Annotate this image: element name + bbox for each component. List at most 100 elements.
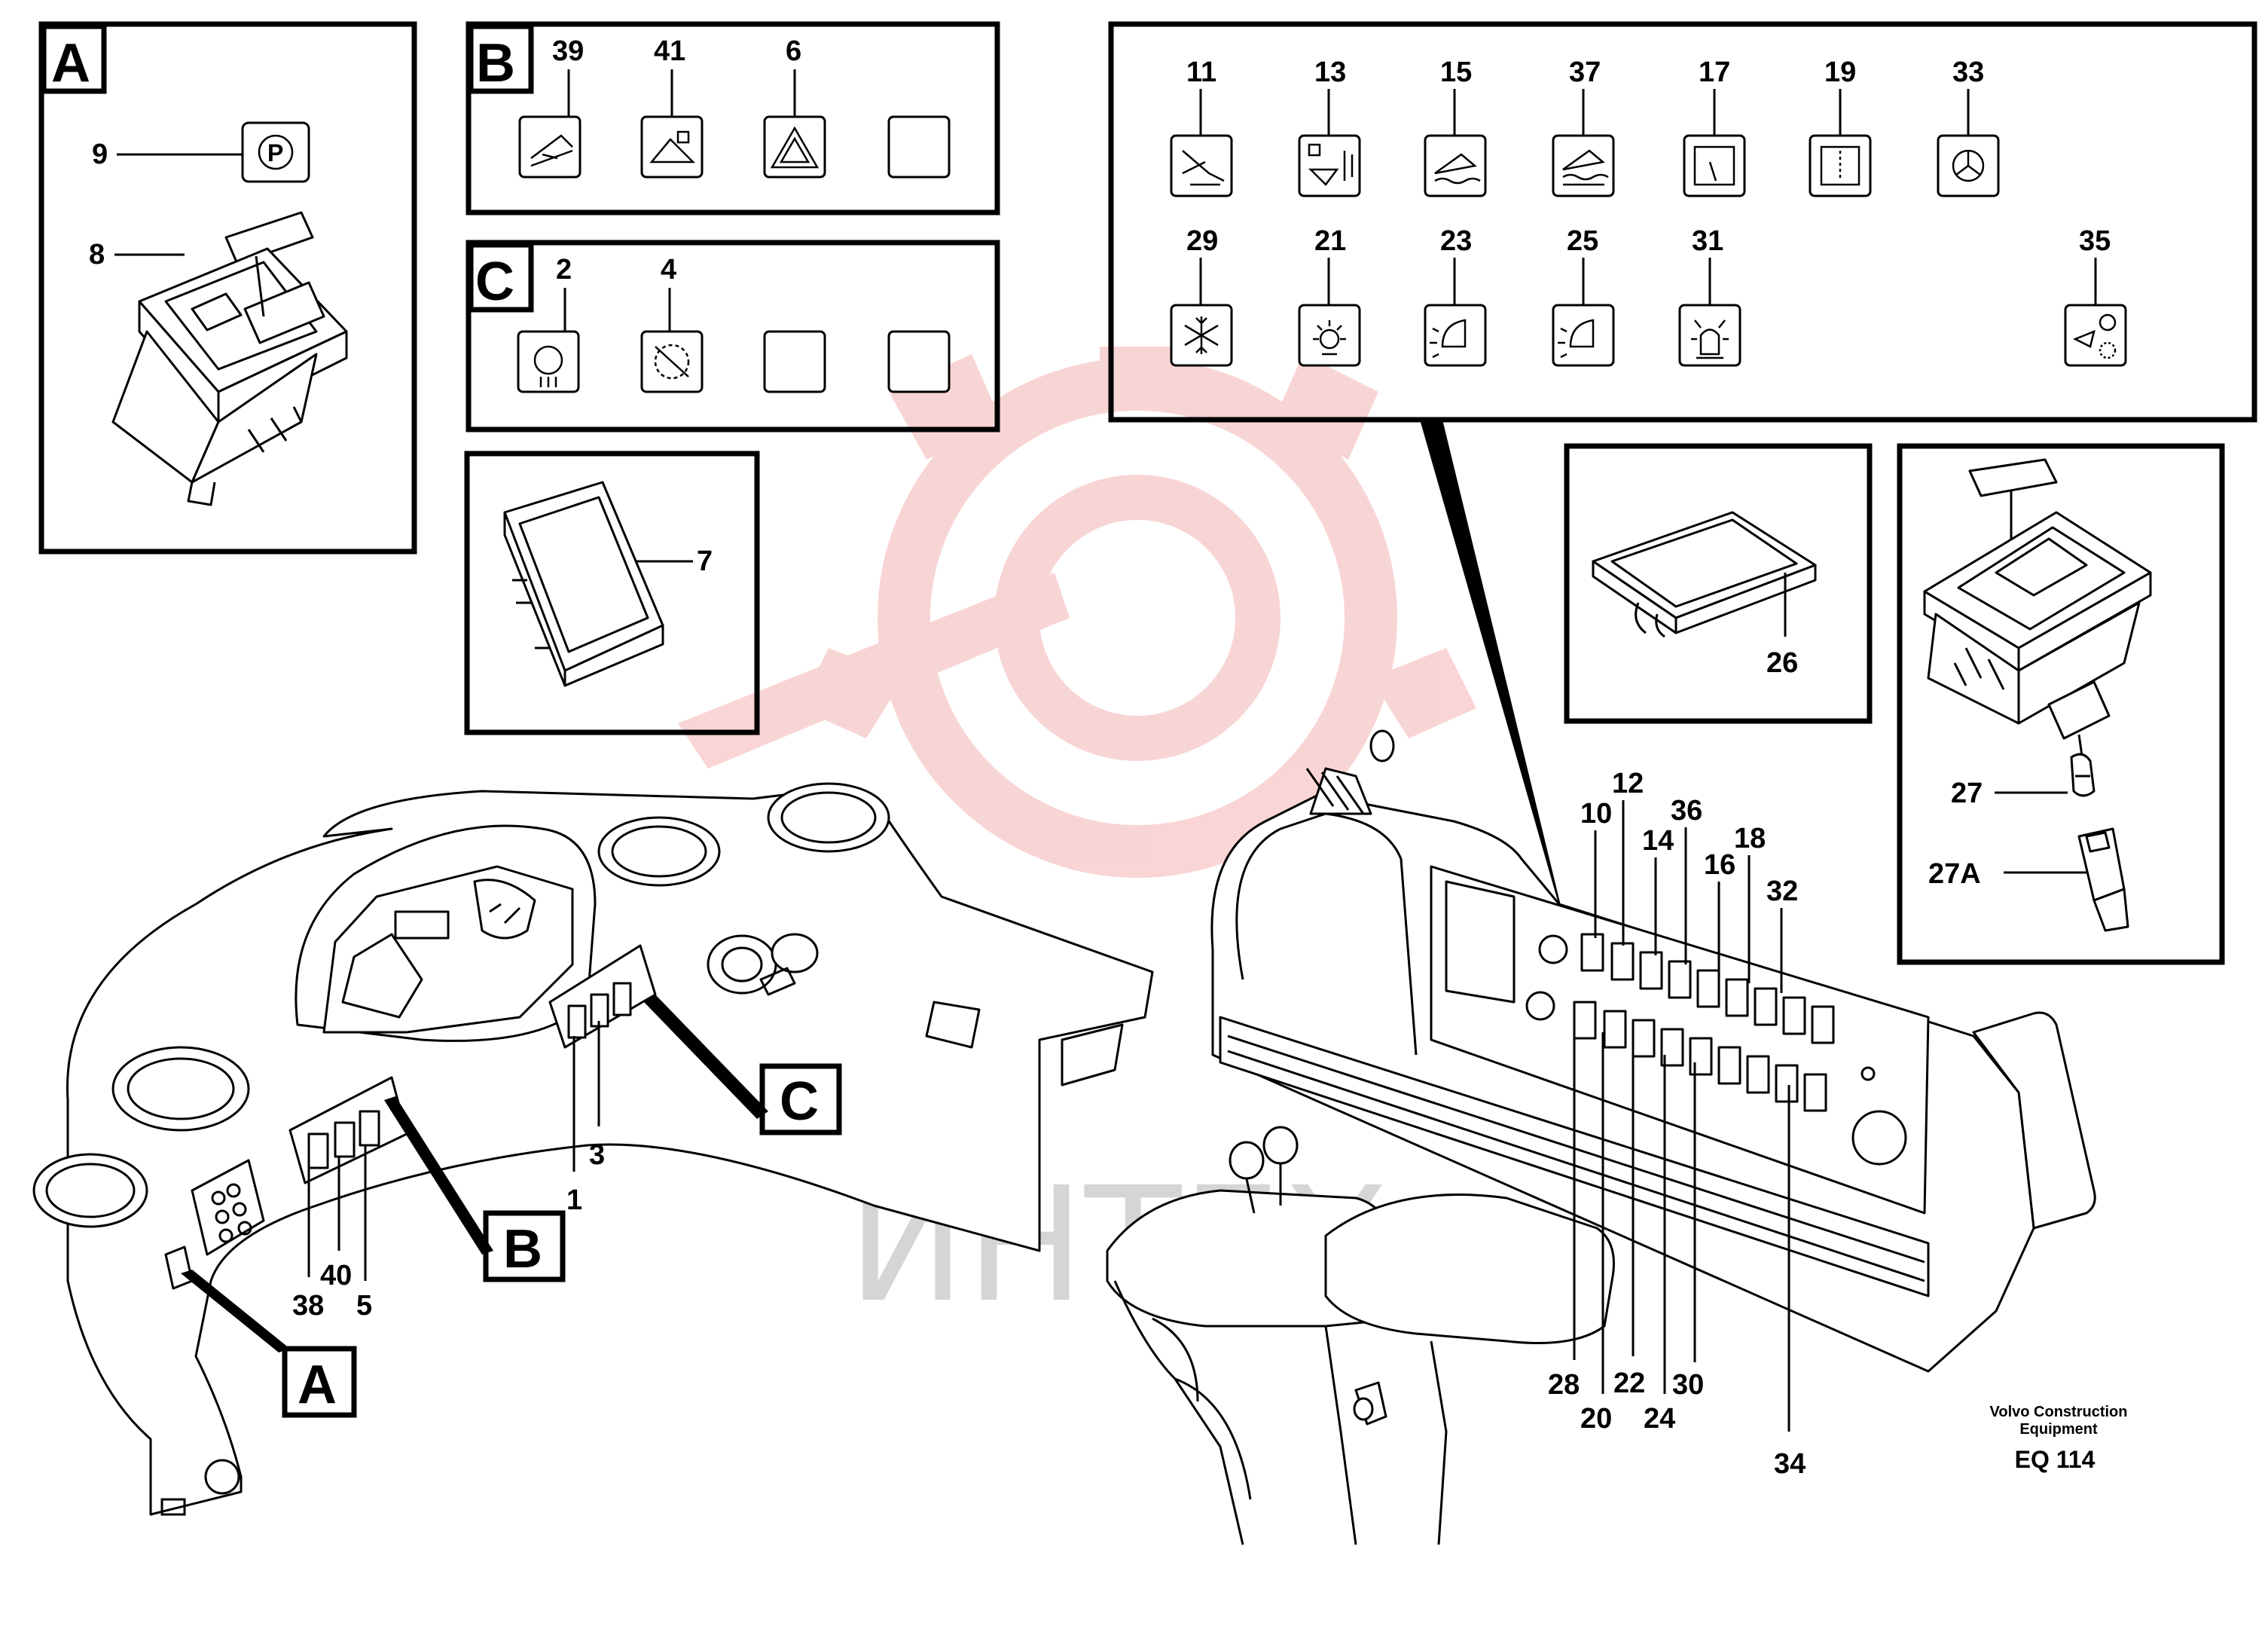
panel-26: 26 [1564,443,1873,724]
panel-b: B 39 41 6 [466,21,1000,215]
ignition-switch [707,933,819,996]
callout-18: 18 [1734,823,1766,854]
switch-group-c [548,944,657,1049]
display-module-7 [503,481,664,687]
svg-text:C: C [780,1071,819,1132]
display-module-26 [1592,511,1817,638]
callout-34: 34 [1774,1448,1806,1480]
blank-switch-c2 [887,330,951,393]
switch-icon-41 [640,115,704,179]
callout-6: 6 [786,35,801,67]
callout-27: 27 [1951,778,1983,809]
switch-icon-21 [1298,304,1361,367]
callout-4: 4 [661,254,676,286]
switch-icon-33 [1937,134,2000,197]
callout-30: 30 [1672,1369,1704,1401]
svg-text:P: P [267,139,283,167]
lever-handle [1353,1381,1387,1426]
rocker-switch-27 [1923,458,2152,762]
company-name-line2: Equipment [2019,1421,2098,1438]
callout-1: 1 [566,1184,582,1216]
right-console [1106,729,2096,1545]
warning-triangle-icon [763,115,826,179]
callout-20: 20 [1580,1403,1612,1435]
callout-7: 7 [697,546,713,577]
callout-12: 12 [1612,768,1644,799]
callout-37: 37 [1569,57,1601,88]
work-light-icon-25 [1552,304,1615,367]
panel-c: C 2 4 [466,240,1000,432]
callout-28: 28 [1548,1369,1580,1401]
callout-36: 36 [1671,795,1702,827]
footer: Volvo Construction Equipment EQ 114 [1990,1404,2128,1473]
callout-10: 10 [1580,798,1612,830]
symbols-panel: 11 13 15 37 17 19 33 [1108,21,2257,423]
callout-33: 33 [1952,57,1984,88]
switch-group-b [288,1076,408,1184]
keypad [191,1159,265,1256]
callout-31: 31 [1692,225,1723,257]
switch-icon-4 [640,330,704,393]
work-light-icon-23 [1424,304,1487,367]
panel-c-letter: C [475,252,514,312]
rotating-beacon-icon [1678,304,1741,367]
callout-21: 21 [1314,225,1346,257]
callout-24: 24 [1644,1403,1675,1435]
watermark-logo [678,347,1476,878]
tag-b: B [483,1210,566,1282]
tag-c: C [759,1063,842,1135]
callout-13: 13 [1314,57,1346,88]
panel-27: 27 27A [1897,443,2225,965]
vent-left-2 [32,1153,148,1228]
callout-22: 22 [1613,1368,1645,1399]
callout-8: 8 [89,239,105,270]
callout-11: 11 [1186,57,1216,88]
rocker-switch-a [111,211,348,506]
callout-9: 9 [92,139,108,170]
vent-top-2 [767,782,890,853]
right-switch-row-top [1580,933,1835,1044]
symbols-leader [1420,420,1571,946]
callout-3: 3 [589,1139,605,1171]
callout-23: 23 [1440,225,1472,257]
callout-40: 40 [320,1260,352,1291]
bulb-socket-27a [2077,827,2129,932]
vent-left-1 [111,1046,250,1132]
snowflake-icon [1170,304,1233,367]
bulb-27 [2070,753,2096,797]
callout-17: 17 [1699,57,1730,88]
right-switch-row-bottom [1573,1001,1827,1112]
callout-26: 26 [1766,647,1798,679]
callout-5: 5 [356,1290,372,1322]
tag-a: A [282,1346,357,1418]
callout-32: 32 [1766,876,1798,907]
drawing-code: EQ 114 [2015,1446,2096,1473]
right-callouts: 10 12 14 36 16 18 32 28 20 22 24 30 34 [1548,768,1806,1480]
callout-14: 14 [1642,825,1674,857]
callout-38: 38 [292,1290,324,1322]
switch-icon-19 [1809,134,1872,197]
switch-icon-11 [1170,134,1233,197]
switch-icon-37 [1552,134,1615,197]
switch-icon-2 [517,330,580,393]
switch-icon-17 [1683,134,1746,197]
panel-a-letter: A [51,33,90,93]
callout-19: 19 [1824,57,1856,88]
callout-35: 35 [2079,225,2111,257]
callout-25: 25 [1567,225,1598,257]
callout-41: 41 [654,35,685,67]
callout-27a: 27A [1928,858,1981,890]
callout-2: 2 [556,254,572,286]
parking-brake-icon: P [241,121,310,183]
svg-text:B: B [503,1219,542,1279]
callout-29: 29 [1186,225,1218,257]
svg-text:A: A [298,1355,337,1415]
callout-16: 16 [1704,849,1735,881]
switch-icon-39 [518,115,581,179]
panel-b-letter: B [476,33,515,93]
vent-top-1 [597,816,721,887]
company-name-line1: Volvo Construction [1990,1404,2128,1420]
blank-switch-b [887,115,951,179]
switch-icon-35 [2064,304,2127,367]
